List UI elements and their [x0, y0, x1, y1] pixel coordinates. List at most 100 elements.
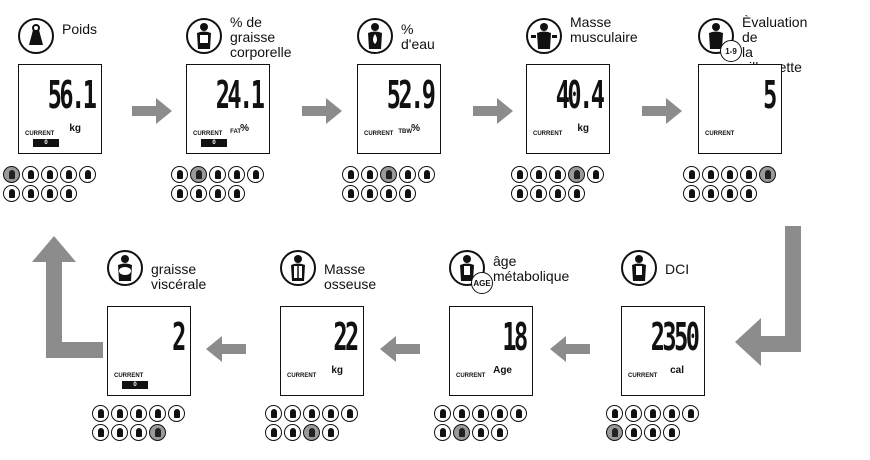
muscle-icon [526, 18, 562, 54]
mini-indicator-icon [568, 185, 585, 202]
mini-indicator-icon [702, 166, 719, 183]
mini-indicator-icon [740, 185, 757, 202]
lcd-value: 5 [763, 73, 777, 117]
badge-label: 1-9 [720, 40, 742, 62]
badge-label: AGE [471, 272, 493, 294]
flow-arrow-left [206, 336, 246, 362]
visceral-fat-icon [107, 250, 143, 286]
indicator-icons [265, 405, 375, 443]
mini-indicator-icon [342, 185, 359, 202]
lcd-value: 52.9 [387, 73, 436, 117]
lcd-current-label: CURRENT [25, 131, 55, 137]
lcd-value: 56.1 [48, 73, 97, 117]
lcd-current-label: CURRENT [628, 373, 658, 379]
flow-arrow-right [473, 98, 513, 124]
mini-indicator-icon [209, 185, 226, 202]
step-title: % d'eau [401, 21, 435, 52]
lcd-unit: kg [69, 123, 81, 134]
flow-arrow-left [550, 336, 590, 362]
step-title: % de graisse corporelle [230, 14, 292, 60]
lcd-profile-indicator: 0 [33, 139, 59, 147]
lcd-current-label: CURRENT [287, 373, 317, 379]
mini-indicator-icon [510, 405, 527, 422]
lcd-current-label: CURRENT [533, 131, 563, 137]
lcd-value: 2 [172, 315, 186, 359]
mini-indicator-icon [41, 185, 58, 202]
indicator-icons [342, 166, 452, 204]
mini-indicator-icon [130, 424, 147, 441]
indicator-icons [3, 166, 113, 204]
lcd-value: 24.1 [216, 73, 265, 117]
flow-arrow-left [380, 336, 420, 362]
mini-indicator-icon [606, 424, 623, 441]
mini-indicator-icon [399, 166, 416, 183]
mini-indicator-icon [682, 405, 699, 422]
mini-indicator-icon [453, 424, 470, 441]
mini-indicator-icon [41, 166, 58, 183]
indicator-icons [92, 405, 202, 443]
lcd-unit: cal [670, 365, 684, 376]
mini-indicator-icon [683, 185, 700, 202]
lcd-current-label: CURRENT [705, 131, 735, 137]
indicator-icons [171, 166, 281, 204]
mini-indicator-icon [418, 166, 435, 183]
mini-indicator-icon [702, 185, 719, 202]
lcd-value: 40.4 [556, 73, 605, 117]
mini-indicator-icon [511, 166, 528, 183]
mini-indicator-icon [530, 185, 547, 202]
weight-icon [18, 18, 54, 54]
mini-indicator-icon [361, 185, 378, 202]
water-icon [357, 18, 393, 54]
mini-indicator-icon [511, 185, 528, 202]
lcd-profile-indicator: 0 [201, 139, 227, 147]
lcd-unit: % [240, 123, 249, 134]
body-fat-icon [186, 18, 222, 54]
mini-indicator-icon [60, 166, 77, 183]
lcd-value: 22 [333, 315, 360, 359]
mini-indicator-icon [171, 166, 188, 183]
mini-indicator-icon [434, 405, 451, 422]
mini-indicator-icon [284, 405, 301, 422]
flow-arrow-right [132, 98, 172, 124]
mini-indicator-icon [380, 185, 397, 202]
indicator-icons [434, 405, 544, 443]
flow-arrow-right [302, 98, 342, 124]
mini-indicator-icon [228, 185, 245, 202]
mini-indicator-icon [209, 166, 226, 183]
lcd-value: 18 [502, 315, 529, 359]
lcd-current-label: CURRENT [364, 131, 394, 137]
lcd-extra-label: TBW [398, 129, 412, 135]
mini-indicator-icon [149, 424, 166, 441]
mini-indicator-icon [284, 424, 301, 441]
mini-indicator-icon [663, 405, 680, 422]
mini-indicator-icon [644, 424, 661, 441]
mini-indicator-icon [265, 424, 282, 441]
mini-indicator-icon [434, 424, 451, 441]
mini-indicator-icon [342, 166, 359, 183]
mini-indicator-icon [568, 166, 585, 183]
flow-arrow-right [642, 98, 682, 124]
flow-arrow-elbow-right [735, 226, 801, 366]
step-title: Poids [62, 21, 98, 37]
lcd-extra-label: FAT [230, 129, 241, 135]
step-title: graisse viscérale [151, 261, 207, 292]
lcd-value: 2350 [651, 315, 700, 359]
mini-indicator-icon [361, 166, 378, 183]
flow-arrow-return-up [32, 236, 103, 358]
mini-indicator-icon [530, 166, 547, 183]
mini-indicator-icon [322, 405, 339, 422]
mini-indicator-icon [740, 166, 757, 183]
indicator-icons [683, 166, 793, 204]
mini-indicator-icon [341, 405, 358, 422]
mini-indicator-icon [625, 424, 642, 441]
step-title: Masse musculaire [570, 14, 638, 45]
mini-indicator-icon [111, 424, 128, 441]
mini-indicator-icon [453, 405, 470, 422]
